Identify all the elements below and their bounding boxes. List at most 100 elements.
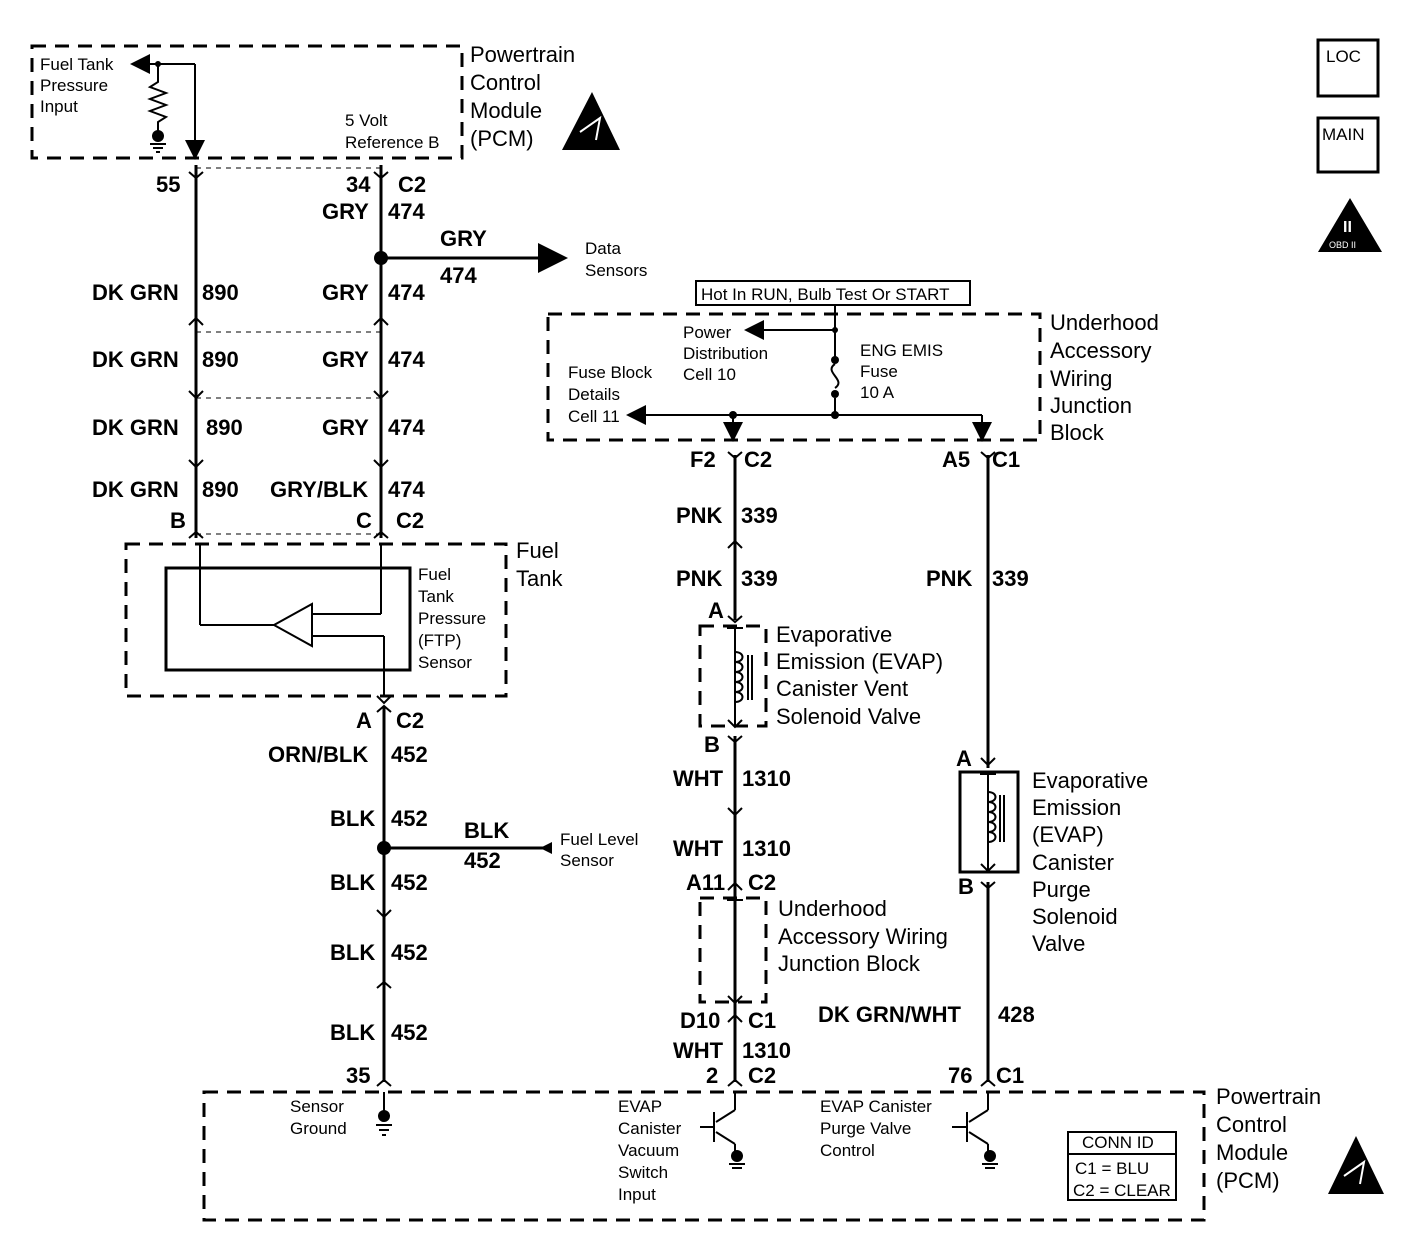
- svg-text:A: A: [356, 708, 372, 733]
- svg-text:76: 76: [948, 1063, 972, 1088]
- svg-text:BLK: BLK: [330, 940, 375, 965]
- splice-data-sensors[interactable]: [374, 243, 568, 273]
- fuse-block-ref[interactable]: Fuse Block Details Cell 11: [568, 363, 657, 426]
- fuse-eng-emis[interactable]: ENG EMIS Fuse 10 A: [744, 305, 948, 415]
- svg-text:339: 339: [992, 566, 1029, 591]
- svg-text:1310: 1310: [742, 766, 791, 791]
- svg-text:BLK: BLK: [330, 870, 375, 895]
- svg-text:PNK: PNK: [676, 566, 723, 591]
- purge-control-transistor-icon: [952, 1092, 998, 1169]
- svg-text:WHT: WHT: [673, 766, 724, 791]
- svg-text:452: 452: [391, 806, 428, 831]
- svg-text:474: 474: [440, 263, 477, 288]
- svg-text:35: 35: [346, 1063, 370, 1088]
- splice-fuel-level[interactable]: [377, 841, 552, 855]
- svg-text:474: 474: [388, 347, 425, 372]
- inline-connector-outlines: [196, 167, 381, 535]
- main-icon[interactable]: MAIN: [1316, 116, 1380, 174]
- svg-text:D10: D10: [680, 1008, 720, 1033]
- svg-text:GRY: GRY: [322, 199, 369, 224]
- evap-vent-solenoid[interactable]: [698, 624, 768, 729]
- connector-c2: C2: [398, 172, 426, 197]
- uajb-top: Underhood Accessory Wiring Junction Bloc…: [546, 310, 1165, 445]
- svg-text:GRY: GRY: [322, 280, 369, 305]
- svg-text:C2: C2: [748, 1063, 776, 1088]
- conn-id-table: CONN ID C1 = BLU C2 = CLEAR: [1067, 1131, 1177, 1201]
- hot-in-run-label: Hot In RUN, Bulb Test Or START: [695, 280, 971, 306]
- svg-text:1310: 1310: [742, 836, 791, 861]
- svg-text:452: 452: [464, 848, 501, 873]
- data-sensors-ref[interactable]: Data Sensors: [585, 239, 647, 280]
- fuse-label: ENG EMIS Fuse 10 A: [860, 341, 948, 402]
- svg-text:C2: C2: [748, 870, 776, 895]
- ftp-sensor-label: Fuel Tank Pressure (FTP) Sensor: [418, 565, 491, 672]
- esd-warning-icon: [562, 92, 620, 150]
- svg-text:474: 474: [388, 199, 425, 224]
- svg-text:BLK: BLK: [330, 1020, 375, 1045]
- pcm-bottom: Powertrain Control Module (PCM): [202, 1084, 1384, 1222]
- svg-text:890: 890: [202, 347, 239, 372]
- sensor-ground-icon: [376, 1092, 392, 1136]
- uajb-lower-label: Underhood Accessory Wiring Junction Bloc…: [778, 896, 954, 976]
- evap-vent-label: Evaporative Emission (EVAP) Canister Ven…: [776, 622, 949, 729]
- pcm-bottom-title: Powertrain Control Module (PCM): [1216, 1084, 1327, 1193]
- terminal-34: 34: [346, 172, 371, 197]
- svg-text:MAIN: MAIN: [1322, 125, 1365, 144]
- wire-428[interactable]: [980, 881, 996, 1087]
- ftp-input-label: Fuel Tank Pressure Input: [40, 55, 118, 116]
- svg-text:A5: A5: [942, 447, 970, 472]
- svg-text:474: 474: [388, 280, 425, 305]
- pcm-top: Powertrain Control Module (PCM) Fuel Tan…: [30, 42, 620, 160]
- vacuum-switch-transistor-icon: [700, 1092, 745, 1169]
- svg-text:II: II: [1343, 219, 1352, 236]
- vref-label: 5 Volt Reference B: [345, 111, 440, 152]
- svg-text:428: 428: [998, 1002, 1035, 1027]
- svg-text:ORN/BLK: ORN/BLK: [268, 742, 368, 767]
- uajb-top-title: Underhood Accessory Wiring Junction Bloc…: [1050, 310, 1165, 445]
- svg-text:C2: C2: [744, 447, 772, 472]
- svg-text:C1: C1: [748, 1008, 776, 1033]
- svg-text:PNK: PNK: [676, 503, 723, 528]
- svg-text:GRY/BLK: GRY/BLK: [270, 477, 368, 502]
- wire-452[interactable]: [376, 695, 392, 1087]
- svg-text:452: 452: [391, 742, 428, 767]
- svg-text:LOC: LOC: [1326, 47, 1361, 66]
- svg-text:C2: C2: [396, 708, 424, 733]
- esd-warning-icon: [1328, 1136, 1384, 1194]
- svg-text:339: 339: [741, 503, 778, 528]
- svg-text:C2: C2: [396, 508, 424, 533]
- obd-ii-icon[interactable]: II OBD II: [1318, 198, 1382, 252]
- svg-text:A: A: [708, 598, 724, 623]
- fuel-level-sensor-ref[interactable]: Fuel Level Sensor: [560, 830, 643, 870]
- svg-text:890: 890: [202, 477, 239, 502]
- svg-text:B: B: [958, 874, 974, 899]
- svg-text:2: 2: [706, 1063, 718, 1088]
- power-distribution-ref[interactable]: Power Distribution Cell 10: [683, 323, 773, 384]
- svg-text:474: 474: [388, 415, 425, 440]
- svg-text:DK GRN: DK GRN: [92, 280, 179, 305]
- vacuum-switch-label: EVAP Canister Vacuum Switch Input: [618, 1097, 686, 1204]
- svg-text:C1: C1: [996, 1063, 1024, 1088]
- svg-text:WHT: WHT: [673, 836, 724, 861]
- fuel-tank: Fuel Tank: [124, 538, 563, 698]
- svg-text:Hot In RUN, Bulb Test Or START: Hot In RUN, Bulb Test Or START: [701, 285, 949, 304]
- svg-text:452: 452: [391, 1020, 428, 1045]
- evap-purge-label: Evaporative Emission (EVAP) Canister Pur…: [1032, 768, 1154, 956]
- svg-text:CONN ID: CONN ID: [1082, 1133, 1154, 1152]
- svg-text:PNK: PNK: [926, 566, 973, 591]
- svg-text:DK GRN: DK GRN: [92, 477, 179, 502]
- svg-text:474: 474: [388, 477, 425, 502]
- wire-339-purge[interactable]: [980, 451, 996, 768]
- ftp-sensor[interactable]: Fuel Tank Pressure (FTP) Sensor: [164, 544, 491, 696]
- svg-text:GRY: GRY: [440, 226, 487, 251]
- svg-text:C1: C1: [992, 447, 1020, 472]
- wire-339-vent[interactable]: [727, 451, 743, 624]
- svg-text:WHT: WHT: [673, 1038, 724, 1063]
- wire-1310[interactable]: [727, 735, 743, 1087]
- svg-text:GRY: GRY: [322, 347, 369, 372]
- loc-icon[interactable]: LOC: [1316, 38, 1380, 98]
- svg-text:BLK: BLK: [330, 806, 375, 831]
- evap-purge-solenoid[interactable]: [958, 770, 1020, 874]
- svg-text:GRY: GRY: [322, 415, 369, 440]
